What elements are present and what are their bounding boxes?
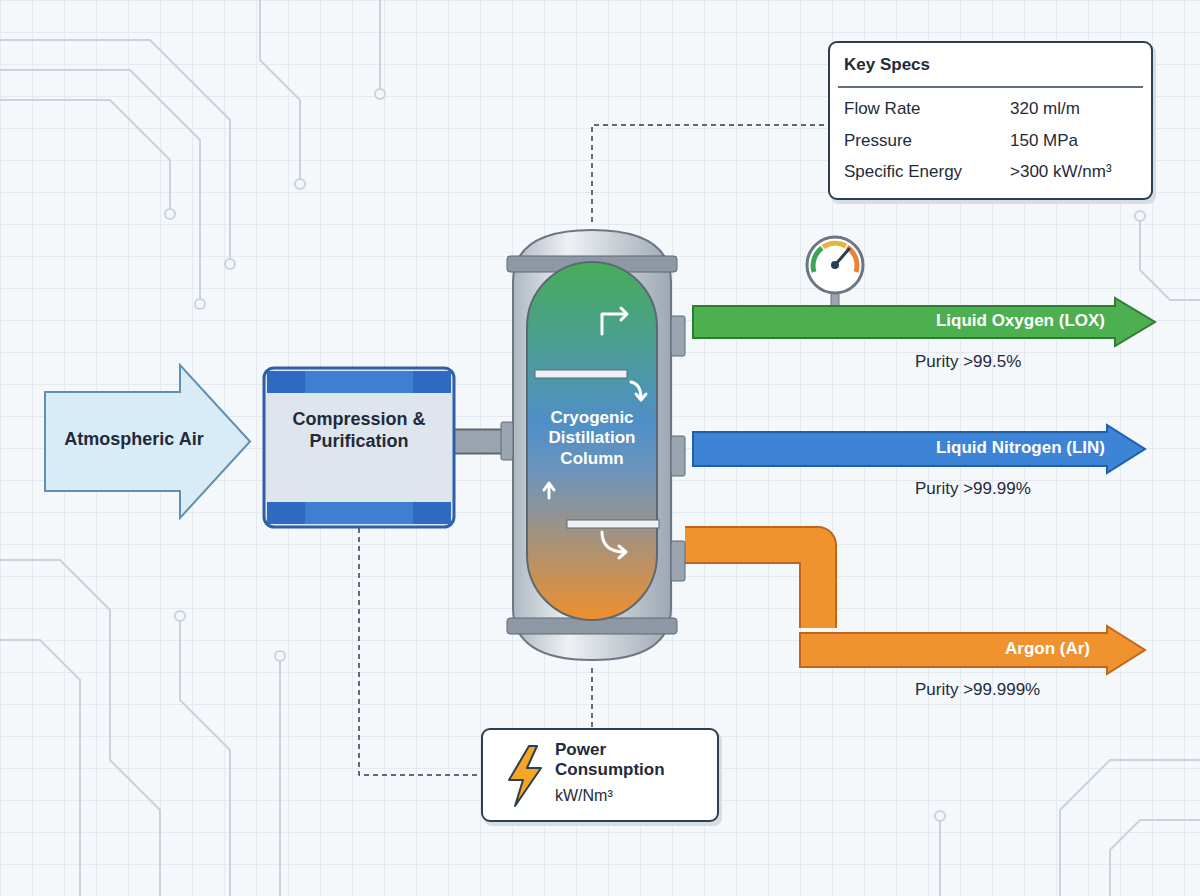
product-arrow: Argon (Ar)Purity >99.999%: [800, 626, 1145, 674]
node-detail: 150 MPa: [1010, 131, 1145, 151]
node-detail: >300 kW/nm³: [1010, 162, 1145, 182]
power-box: Power Consumption kW/Nm³: [481, 728, 719, 822]
node-label: Argon (Ar): [860, 639, 1090, 659]
pipe: [685, 545, 818, 628]
product-arrow-outline: [800, 626, 1145, 674]
input-arrow: Atmospheric Air: [45, 365, 250, 518]
node-label: Power Consumption: [555, 740, 705, 781]
node-label: Compression & Purification: [277, 409, 441, 452]
node-detail: kW/Nm³: [555, 786, 705, 805]
node-label: Key Specs: [844, 55, 1134, 75]
node-detail: Purity >99.5%: [915, 352, 1145, 372]
node-label: Cryogenic Distillation Column: [532, 408, 652, 469]
dashed-link: [592, 668, 593, 728]
product-arrow: Liquid Nitrogen (LIN)Purity >99.99%: [693, 425, 1145, 473]
dashed-link: [359, 528, 481, 775]
pressure-gauge: [807, 237, 863, 308]
node-detail: Flow Rate: [844, 99, 1004, 119]
node-detail: Purity >99.999%: [915, 680, 1145, 700]
node-detail: Specific Energy: [844, 162, 1004, 182]
node-detail: Pressure: [844, 131, 1004, 151]
node-label: Liquid Nitrogen (LIN): [833, 438, 1105, 458]
pipe: [455, 441, 507, 442]
node-label: Liquid Oxygen (LOX): [843, 311, 1105, 331]
node-detail: Purity >99.99%: [915, 479, 1145, 499]
node-detail: 320 ml/m: [1010, 99, 1145, 119]
node-label: Atmospheric Air: [49, 429, 219, 451]
specs-table: Key SpecsFlow Rate 320 ml/mPressure 150 MP…: [828, 41, 1153, 200]
process-box: Compression & Purification: [263, 367, 455, 528]
distillation-column: Cryogenic Distillation Column: [507, 222, 677, 668]
dashed-link: [592, 125, 828, 222]
product-arrow: Liquid Oxygen (LOX)Purity >99.5%: [693, 298, 1155, 346]
